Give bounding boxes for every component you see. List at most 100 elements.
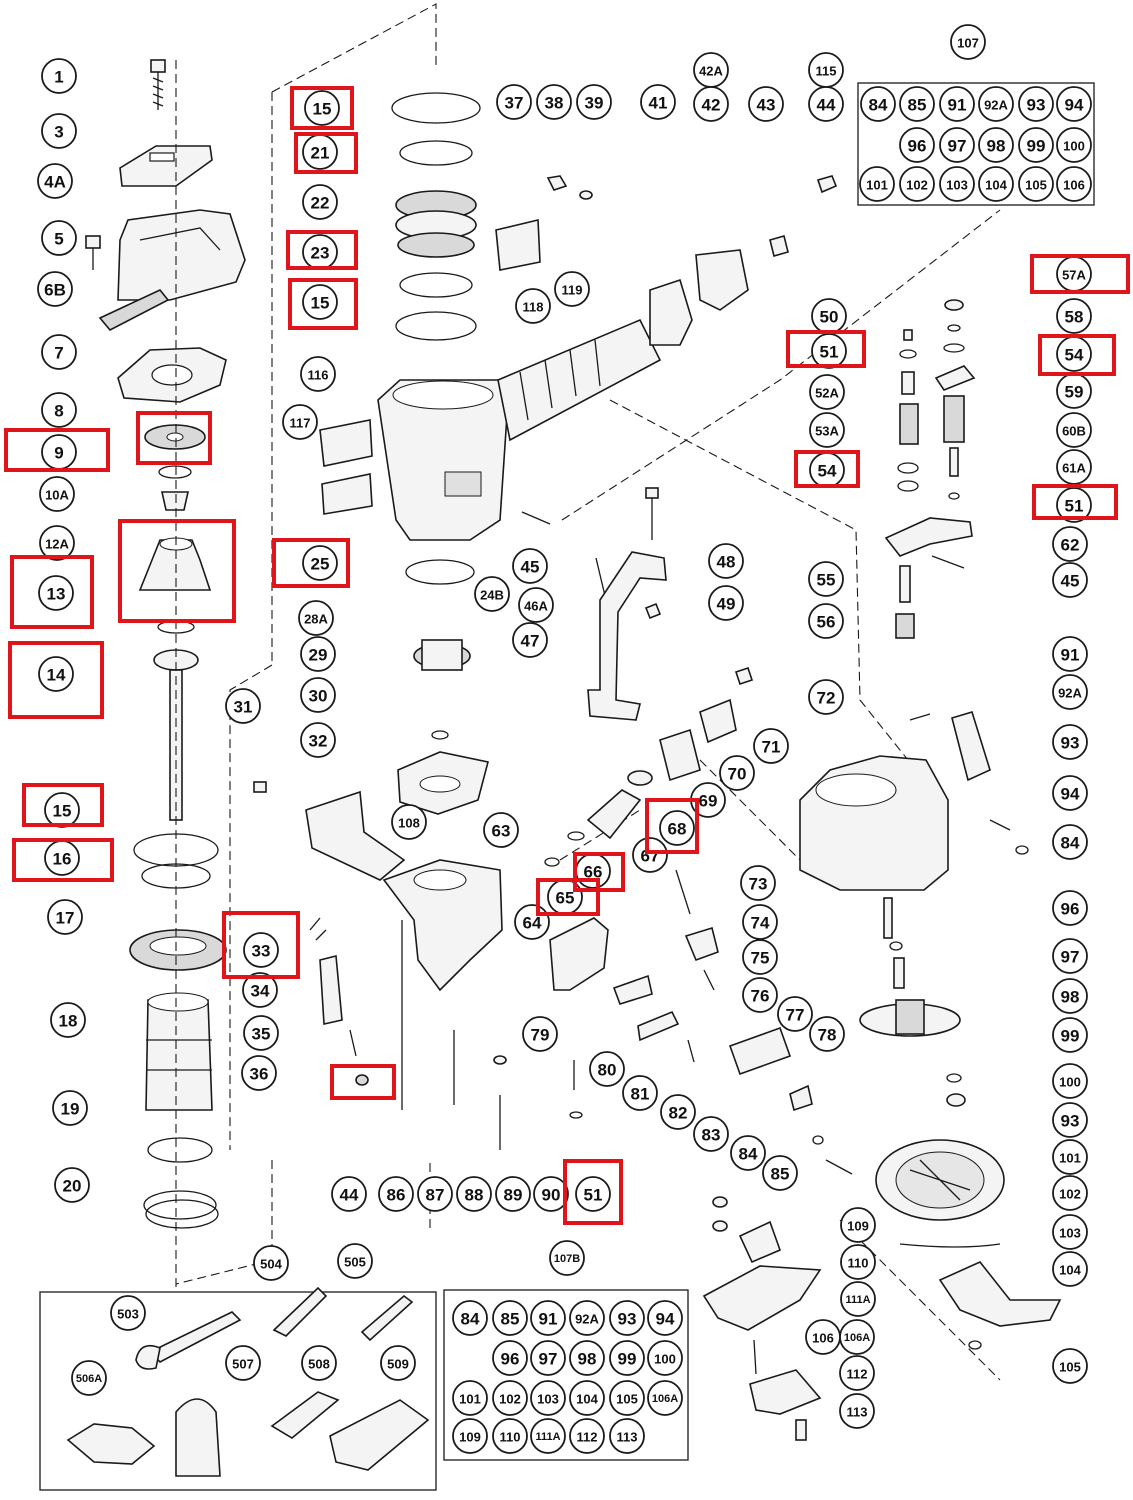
callout-93: 93 [609, 1300, 645, 1336]
callout-label: 19 [61, 1100, 80, 1119]
callout-37: 37 [496, 84, 532, 120]
callout-52A: 52A [809, 374, 845, 410]
callout-circle [839, 1319, 875, 1355]
callout-20: 20 [54, 1167, 90, 1203]
callout-label: 110 [848, 1256, 869, 1271]
callout-circle [939, 86, 975, 122]
callout-label: 97 [948, 137, 967, 156]
callout-label: 54 [818, 462, 837, 481]
callout-78: 78 [809, 1016, 845, 1052]
callout-93: 93 [1052, 1102, 1088, 1138]
callout-circle [302, 184, 338, 220]
callout-84: 84 [1052, 824, 1088, 860]
callout-label: 99 [618, 1350, 637, 1369]
callout-circle [839, 1393, 875, 1429]
callout-30: 30 [300, 677, 336, 713]
callout-106A: 106A [839, 1319, 875, 1355]
callout-circle [899, 86, 935, 122]
callout-label: 44 [817, 96, 836, 115]
callout-circle [512, 548, 548, 584]
callout-77: 77 [777, 996, 813, 1032]
callout-circle [54, 1167, 90, 1203]
callout-label: 20 [63, 1177, 82, 1196]
callout-circle [660, 1094, 696, 1130]
callout-circle [1052, 824, 1088, 860]
center-upper-parts [319, 92, 838, 721]
callout-circle [1052, 1063, 1088, 1099]
callout-label: 94 [1061, 785, 1080, 804]
callout-label: 77 [786, 1006, 805, 1025]
callout-circle [50, 1002, 86, 1038]
callout-circle [518, 587, 554, 623]
callout-5: 5 [41, 220, 77, 256]
callout-label: 70 [728, 765, 747, 784]
callout-label: 100 [1059, 1075, 1081, 1090]
callout-circle [300, 677, 336, 713]
callout-label: 21 [311, 144, 330, 163]
callout-94: 94 [647, 1300, 683, 1336]
callout-label: 111A [535, 1431, 560, 1443]
callout-6B: 6B [37, 271, 73, 307]
callout-label: 98 [1061, 988, 1080, 1007]
callout-label: 504 [260, 1257, 282, 1272]
callout-label: 25 [311, 555, 330, 574]
callout-circle [298, 600, 334, 636]
callout-label: 113 [617, 1430, 638, 1445]
callout-label: 35 [252, 1025, 271, 1044]
callout-circle [950, 24, 986, 60]
callout-label: 22 [311, 194, 330, 213]
callout-105: 105 [1052, 1348, 1088, 1384]
callout-label: 102 [499, 1392, 521, 1407]
callout-label: 85 [501, 1310, 520, 1329]
callout-101: 101 [452, 1380, 488, 1416]
highlight-33 [222, 911, 300, 979]
callout-circle [300, 722, 336, 758]
callout-32: 32 [300, 722, 336, 758]
callout-circle [530, 1340, 566, 1376]
callout-97: 97 [1052, 938, 1088, 974]
callout-85: 85 [762, 1155, 798, 1191]
callout-102: 102 [492, 1380, 528, 1416]
callout-circle [609, 1300, 645, 1336]
callout-circle [391, 804, 427, 840]
callout-circle [39, 525, 75, 561]
callout-circle [536, 84, 572, 120]
callout-circle [530, 1300, 566, 1336]
callout-label: 76 [751, 987, 770, 1006]
callout-label: 104 [1059, 1263, 1081, 1278]
callout-circle [243, 932, 279, 968]
callout-53A: 53A [809, 412, 845, 448]
callout-96: 96 [492, 1340, 528, 1376]
callout-label: 53A [815, 424, 839, 439]
callout-label: 41 [649, 94, 668, 113]
callout-84: 84 [730, 1135, 766, 1171]
callout-circle [1052, 938, 1088, 974]
callout-94: 94 [1056, 86, 1092, 122]
callout-88: 88 [456, 1176, 492, 1212]
left-stack-parts [85, 59, 246, 1290]
callout-46A: 46A [518, 587, 554, 623]
callout-circle [1056, 86, 1092, 122]
callout-label: 62 [1061, 536, 1080, 555]
callout-24B: 24B [474, 576, 510, 612]
callout-label: 61A [1062, 461, 1086, 476]
kit-107b-box [443, 1289, 689, 1461]
callout-circle [978, 166, 1014, 202]
callout-circle [609, 1380, 645, 1416]
callout-503: 503 [110, 1295, 146, 1331]
callout-label: 14 [47, 666, 66, 685]
callout-circle [282, 404, 318, 440]
callout-104: 104 [978, 166, 1014, 202]
callout-label: 5 [54, 230, 63, 249]
callout-110: 110 [840, 1244, 876, 1280]
callout-label: 9 [54, 444, 63, 463]
callout-label: 101 [866, 178, 888, 193]
callout-circle [41, 113, 77, 149]
callout-label: 104 [576, 1392, 598, 1407]
callout-label: 84 [1061, 834, 1080, 853]
callout-507: 507 [225, 1345, 261, 1381]
callout-98: 98 [978, 127, 1014, 163]
callout-circle [41, 334, 77, 370]
callout-circle [708, 543, 744, 579]
callout-circle [659, 810, 695, 846]
